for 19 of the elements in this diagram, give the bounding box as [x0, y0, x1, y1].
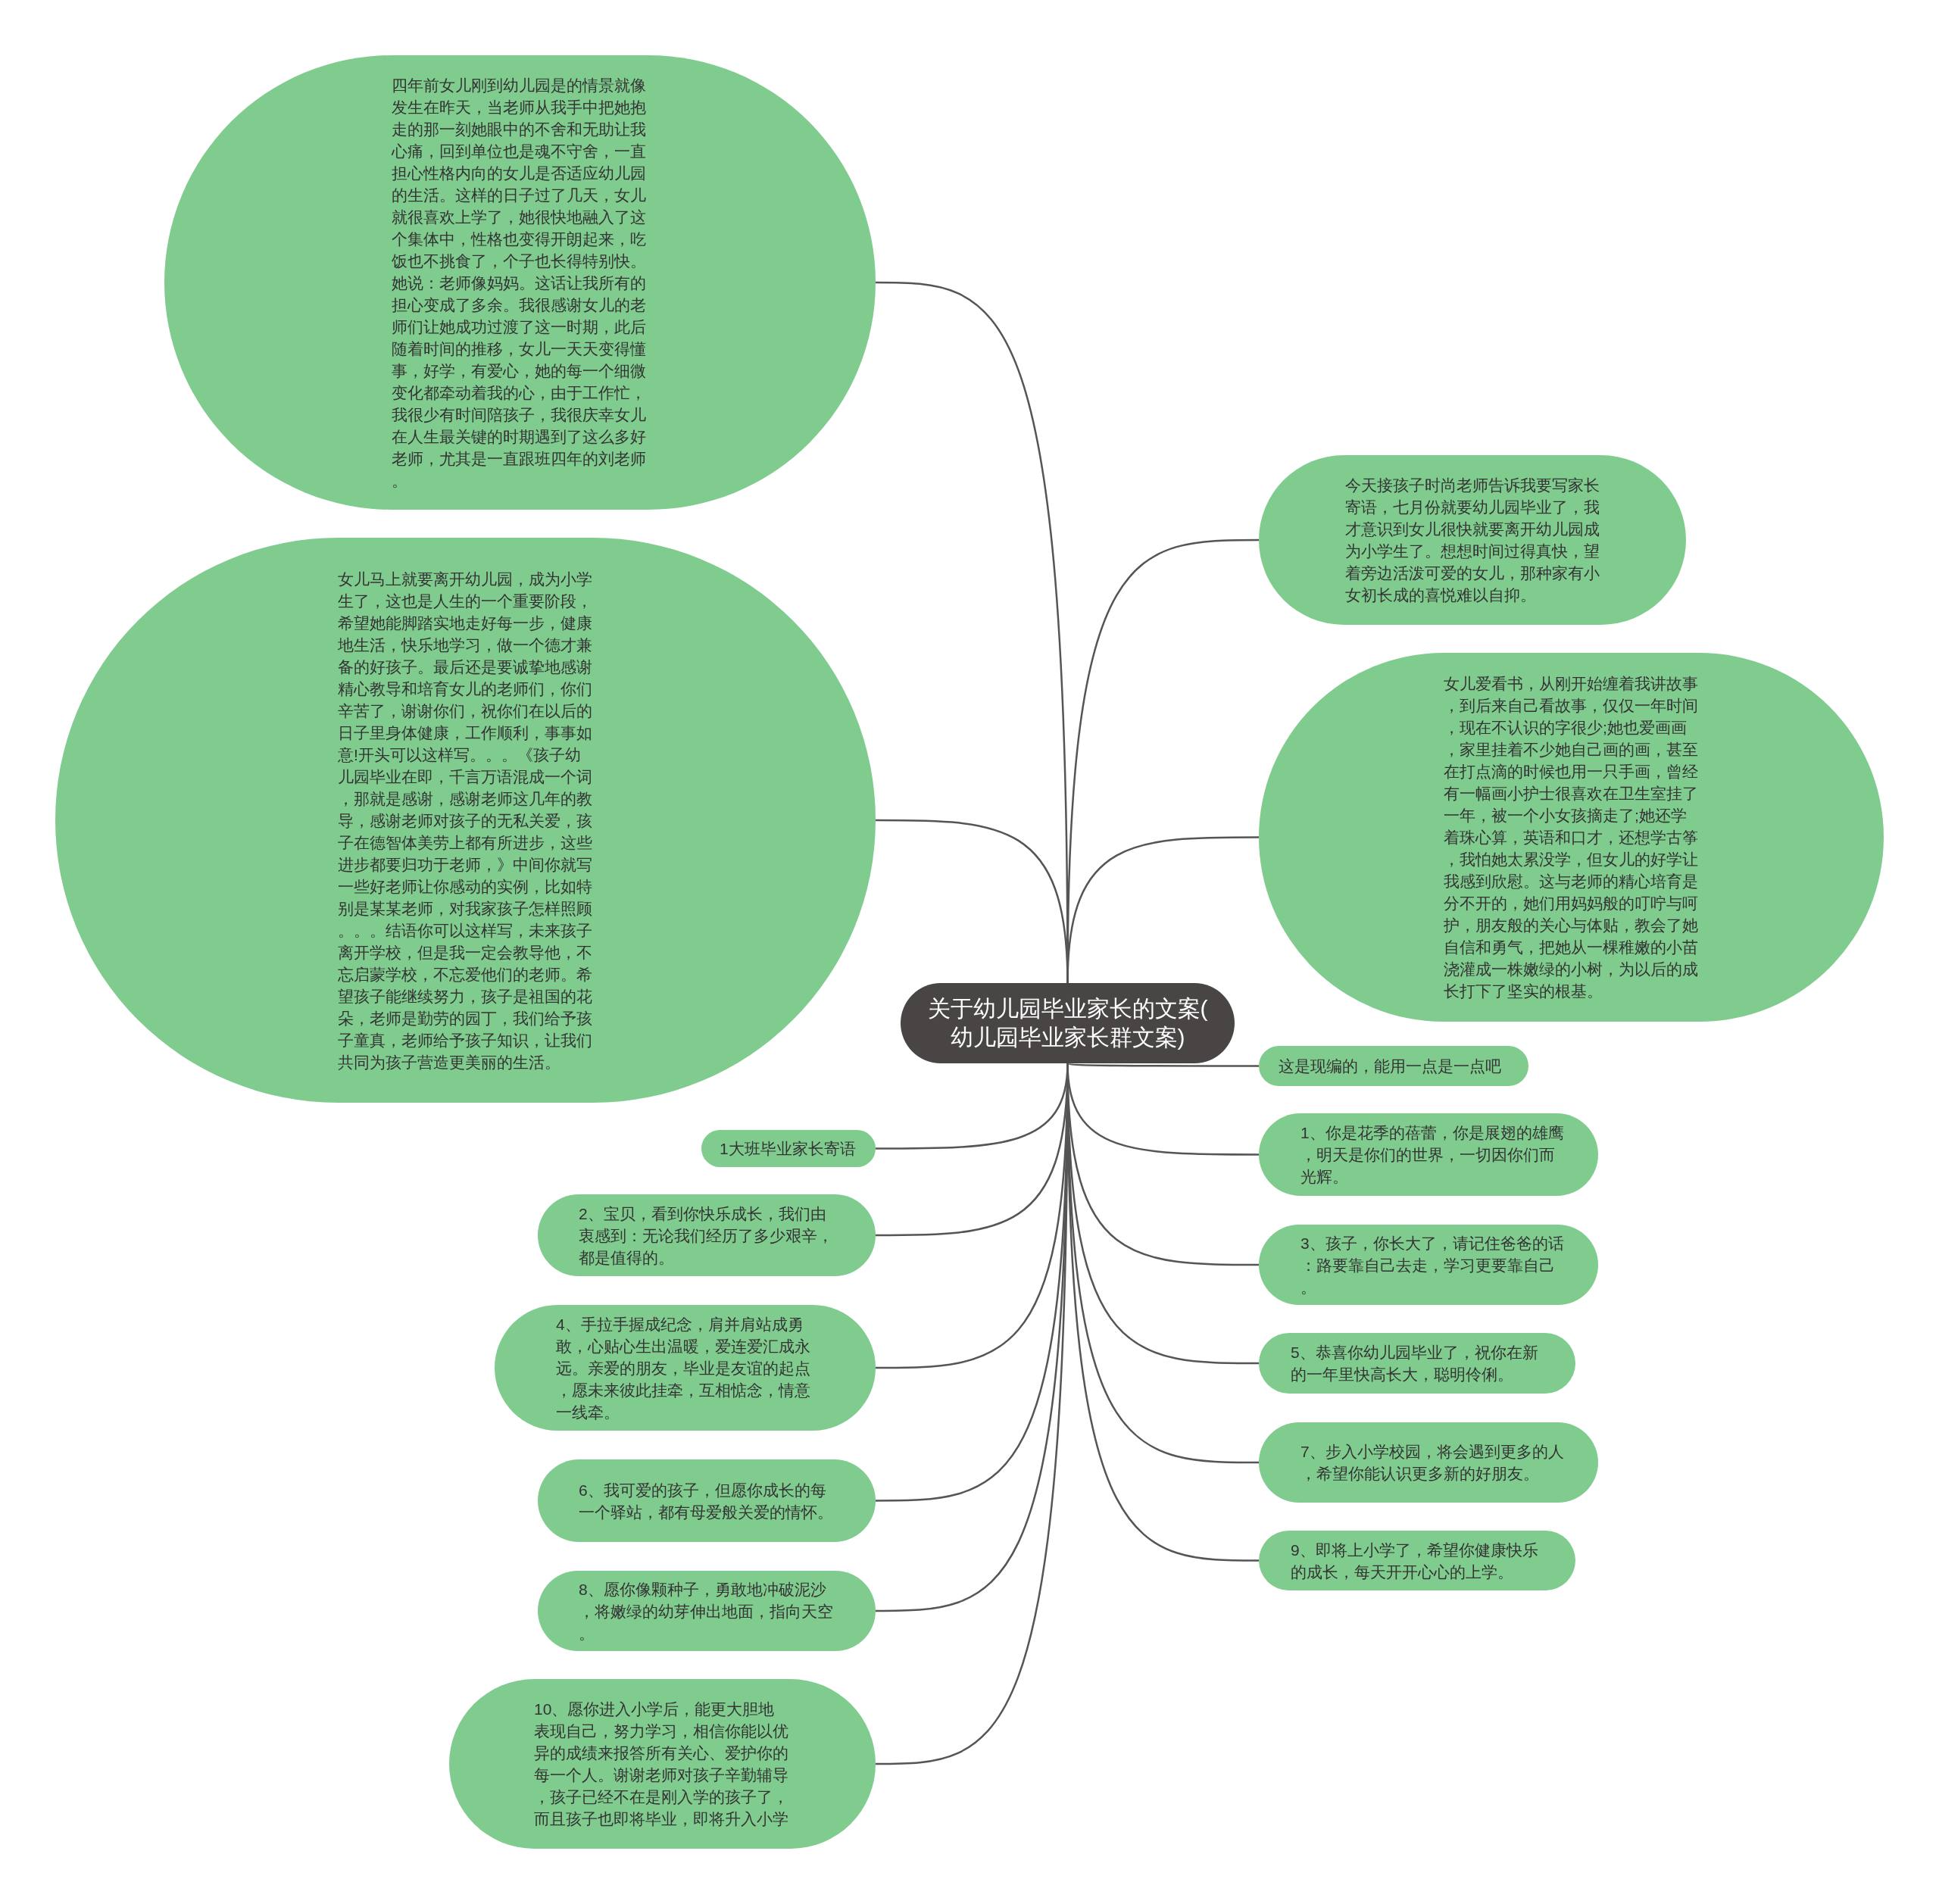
topic-box: 关于幼儿园毕业家长的文案(幼儿园毕业家长群文案) — [901, 983, 1235, 1063]
idea-box: 5、恭喜你幼儿园毕业了，祝你在新的一年里快高长大，聪明伶俐。 — [1259, 1333, 1575, 1394]
idea-box: 8、愿你像颗种子，勇敢地冲破泥沙，将嫩绿的幼芽伸出地面，指向天空。 — [538, 1571, 876, 1651]
idea-box: 1大班毕业家长寄语 — [701, 1130, 876, 1167]
idea-box: 6、我可爱的孩子，但愿你成长的每一个驿站，都有母爱般关爱的情怀。 — [538, 1459, 876, 1542]
idea-box: 1、你是花季的蓓蕾，你是展翅的雄鹰，明天是你们的世界，一切因你们而光辉。 — [1259, 1113, 1598, 1196]
idea-box: 7、步入小学校园，将会遇到更多的人，希望你能认识更多新的好朋友。 — [1259, 1422, 1598, 1503]
idea-box: 4、手拉手握成纪念，肩并肩站成勇敢，心贴心生出温暖，爱连爱汇成永远。亲爱的朋友，毕业是友谊的起点，愿未来彼此挂牵，互相惦念，情意一线牵。 — [495, 1305, 876, 1431]
idea-box: 这是现编的，能用一点是一点吧 — [1259, 1046, 1528, 1086]
idea-box: 2、宝贝，看到你快乐成长，我们由衷感到：无论我们经历了多少艰辛，都是值得的。 — [538, 1194, 876, 1276]
idea-box: 10、愿你进入小学后，能更大胆地表现自己，努力学习，相信你能以优异的成绩来报答所有关心、爱护你的每一个人。谢谢老师对孩子辛勤辅导，孩子已经不在是刚入学的孩子了，而且孩子也即将毕业，即将升入小学 — [449, 1679, 876, 1849]
idea-box: 9、即将上小学了，希望你健康快乐的成长，每天开开心心的上学。 — [1259, 1531, 1575, 1590]
idea-box: 3、孩子，你长大了，请记住爸爸的话：路要靠自己去走，学习更要靠自己。 — [1259, 1225, 1598, 1305]
idea-box: 今天接孩子时尚老师告诉我要写家长寄语，七月份就要幼儿园毕业了，我才意识到女儿很快就要离开幼儿园成为小学生了。想想时间过得真快，望着旁边活泼可爱的女儿，那种家有小女初长成的喜悦难以自抑。 — [1259, 455, 1686, 625]
idea-box: 四年前女儿刚到幼儿园是的情景就像发生在昨天，当老师从我手中把她抱走的那一刻她眼中的不舍和无助让我心痛，回到单位也是魂不守舍，一直担心性格内向的女儿是否适应幼儿园的生活。这样的日子过了几天，女儿就很喜欢上学了，她很快地融入了这个集体中，性格也变得开朗起来，吃饭也不挑食了，个子也长得特别快。她说：老师像妈妈。这话让我所有的担心变成了多余。我很感谢女儿的老师们让她成功过渡了这一时期，此后随着时间的推移，女儿一天天变得懂事，好学，有爱心，她的每一个细微变化都牵动着我的心，由于工作忙，我很少有时间陪孩子，我很庆幸女儿在人生最关键的时期遇到了这么多好老师，尤其是一直跟班四年的刘老师。 — [164, 55, 876, 510]
connector-line — [1067, 1062, 1259, 1067]
idea-box: 女儿爱看书，从刚开始缠着我讲故事，到后来自己看故事，仅仅一年时间，现在不认识的字很少;她也爱画画，家里挂着不少她自己画的画，甚至在打点滴的时候也用一只手画，曾经有一幅画小护士很喜欢在卫生室挂了一年，被一个小女孩摘走了;她还学着珠心算，英语和口才，还想学古筝，我怕她太累没学，但女儿的好学让我感到欣慰。这与老师的精心培育是分不开的，她们用妈妈般的叮咛与呵护，朋友般的关心与体贴，教会了她自信和勇气，把她从一棵稚嫩的小苗浇灌成一株嫩绿的小树，为以后的成长打下了坚实的根基。 — [1259, 653, 1884, 1022]
idea-box: 女儿马上就要离开幼儿园，成为小学生了，这也是人生的一个重要阶段，希望她能脚踏实地走好每一步，健康地生活，快乐地学习，做一个德才兼备的好孩子。最后还是要诚挚地感谢精心教导和培育女儿的老师们，你们辛苦了，谢谢你们，祝你们在以后的日子里身体健康，工作顺利，事事如意!开头可以这样写。。。《孩子幼儿园毕业在即，千言万语混成一个词，那就是感谢，感谢老师这几年的教导，感谢老师对孩子的无私关爱，孩子在德智体美劳上都有所进步，这些进步都要归功于老师，》中间你就写一些好老师让你感动的实例，比如特别是某某老师，对我家孩子怎样照顾。。。结语你可以这样写，未来孩子离开学校，但是我一定会教导他，不忘启蒙学校，不忘爱他们的老师。希望孩子能继续努力，孩子是祖国的花朵，老师是勤劳的园丁，我们给予孩子童真，老师给予孩子知识，让我们共同为孩子营造更美丽的生活。 — [55, 538, 876, 1103]
connector-line — [1066, 836, 1259, 984]
